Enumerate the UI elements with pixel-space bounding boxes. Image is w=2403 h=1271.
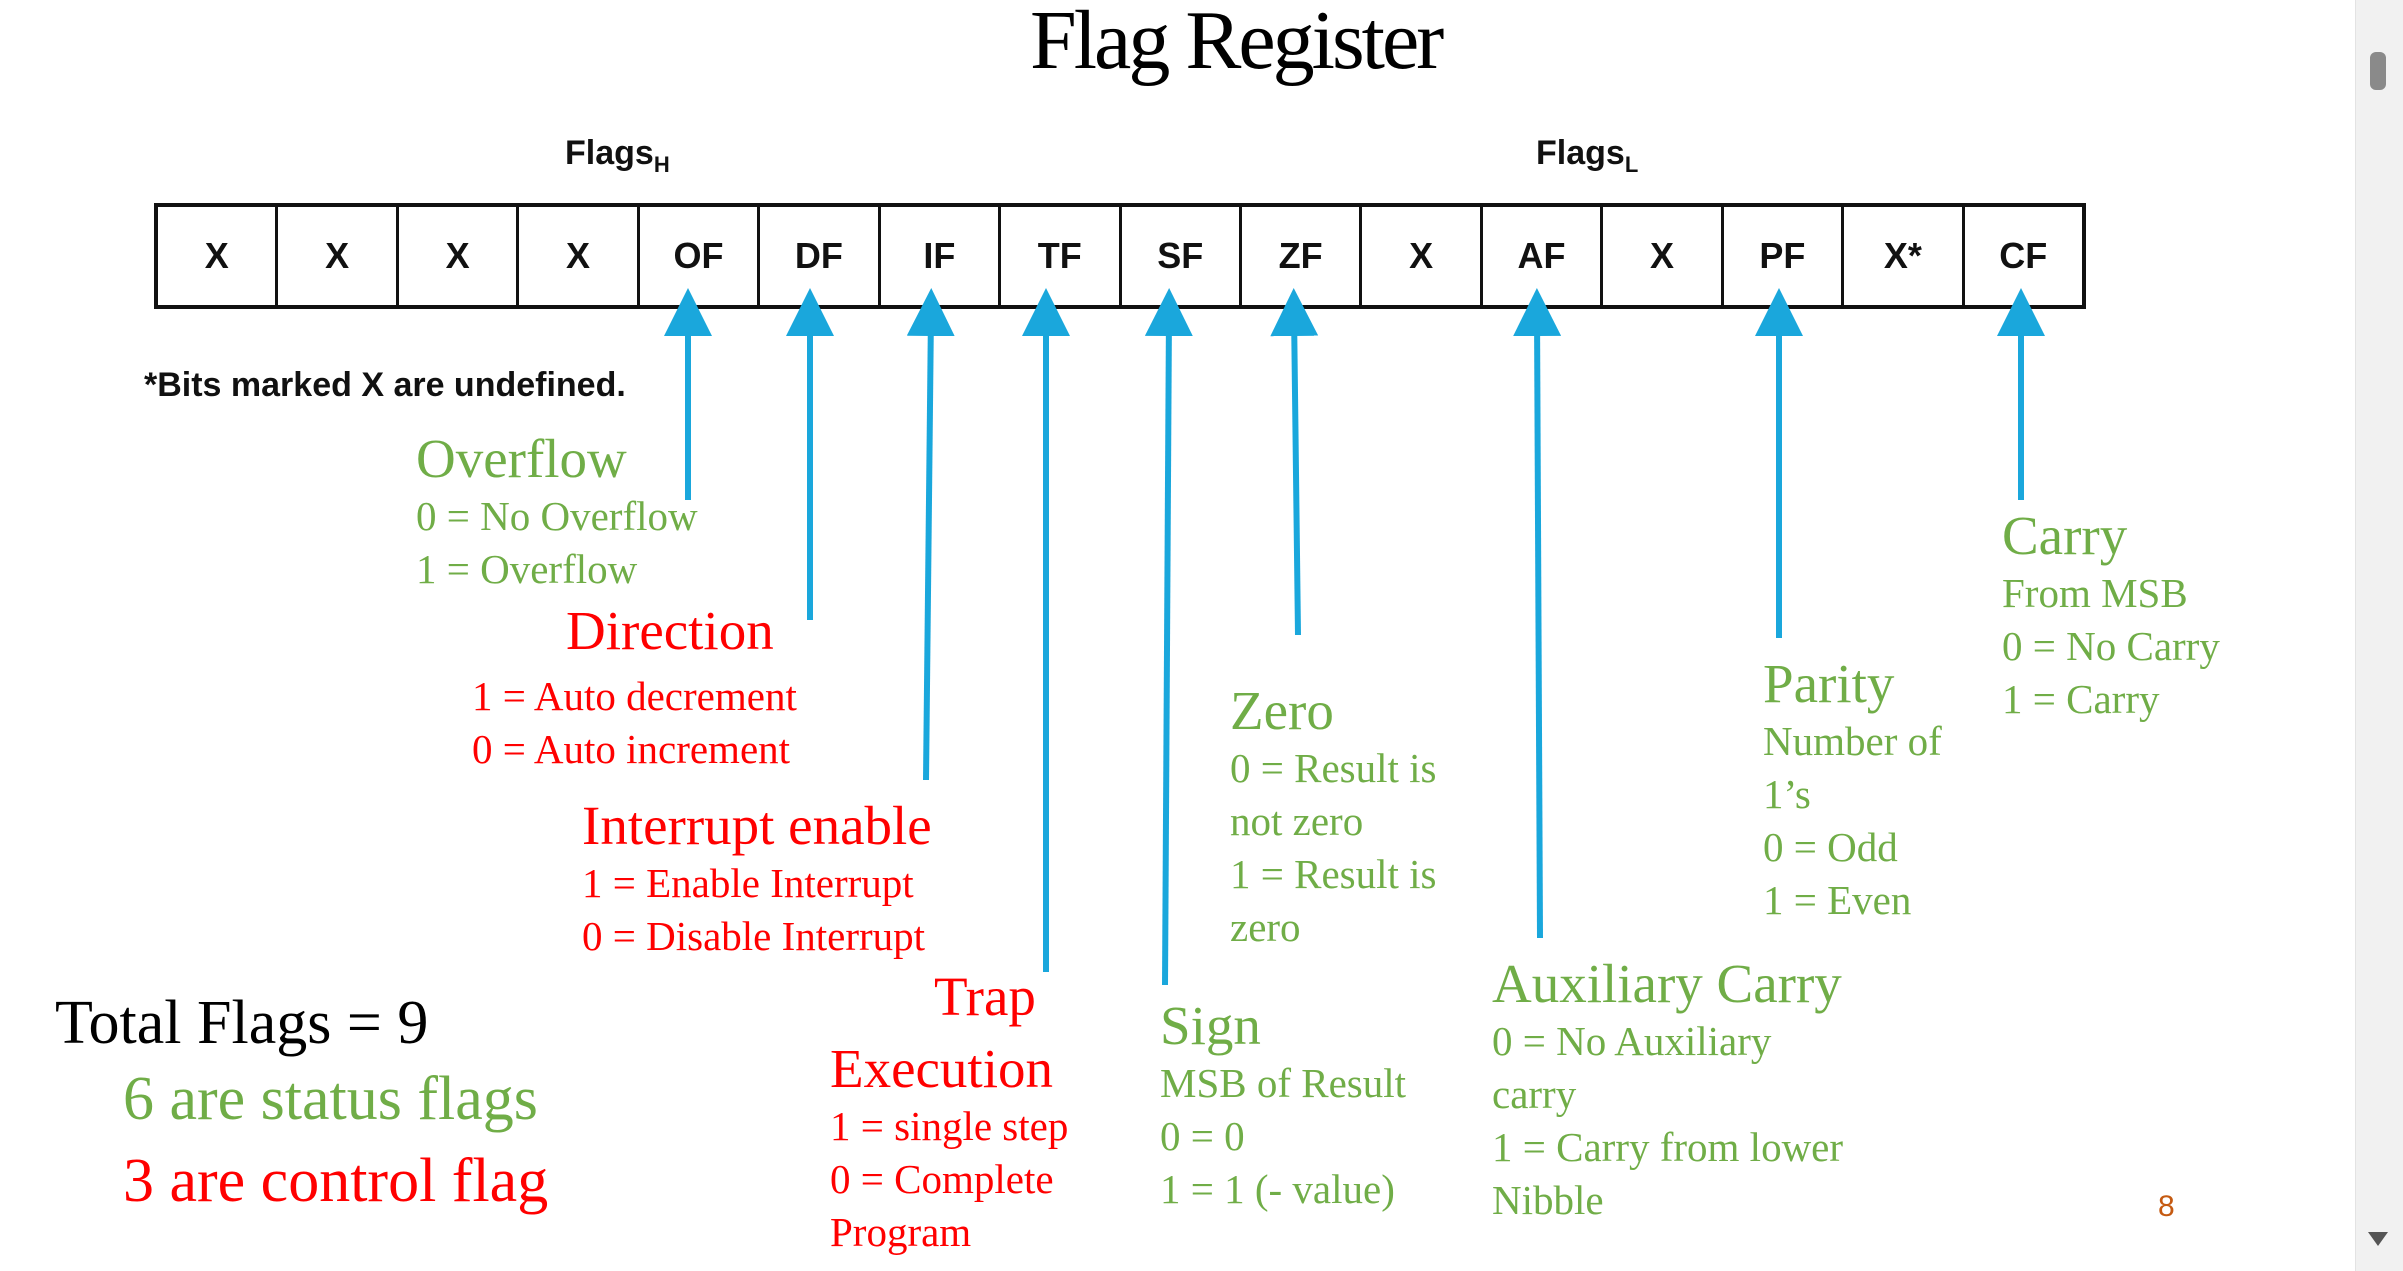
auxiliary-title: Auxiliary Carry (1492, 953, 1842, 1014)
zero-line: zero (1230, 904, 1301, 950)
direction-line: 0 = Auto increment (472, 726, 791, 772)
direction-line: 1 = Auto decrement (472, 673, 797, 719)
flags-low-label: FlagsL (1536, 134, 1639, 177)
vertical-scrollbar[interactable] (2355, 0, 2403, 1271)
register-bit-cell: X (278, 207, 399, 305)
register-bit-cell: DF (760, 207, 881, 305)
zero-line: 0 = Result is (1230, 745, 1437, 791)
flags-high-label: FlagsH (565, 134, 670, 177)
sign-line: 0 = 0 (1160, 1113, 1245, 1159)
auxiliary-line: carry (1492, 1071, 1577, 1117)
register-bit-cell: X* (1844, 207, 1965, 305)
flags-summary: Total Flags = 9 6 are status flags 3 are… (55, 988, 548, 1222)
total-flags-text: Total Flags = 9 (55, 989, 429, 1057)
trap-flag-details: Execution 1 = single step 0 = Complete P… (830, 1038, 1068, 1259)
parity-line: 1 = Even (1763, 877, 1912, 923)
register-bit-cell: AF (1483, 207, 1604, 305)
zero-line: 1 = Result is (1230, 851, 1437, 897)
interrupt-line: 0 = Disable Interrupt (582, 913, 926, 959)
parity-title: Parity (1763, 653, 1895, 714)
register-bit-cell: CF (1999, 235, 2048, 276)
carry-line: From MSB (2002, 570, 2188, 616)
register-bit-cell: X (519, 207, 640, 305)
trap-line: 0 = Complete (830, 1156, 1054, 1202)
auxiliary-carry-flag-label: Auxiliary Carry 0 = No Auxiliary carry 1… (1492, 953, 1843, 1227)
parity-line: Number of (1763, 718, 1942, 764)
register-bit-cell: X (158, 207, 279, 305)
zero-line: not zero (1230, 798, 1364, 844)
scrollbar-thumb[interactable] (2370, 52, 2386, 90)
register-bit-cell: TF (1001, 207, 1122, 305)
status-flags-text: 6 are status flags (123, 1065, 538, 1133)
direction-flag-label: Direction (566, 600, 774, 662)
register-bit-cell: X (399, 207, 520, 305)
arrow-interrupt (906, 288, 955, 781)
scroll-down-arrow-icon[interactable] (2368, 1232, 2388, 1246)
register-bit-cell: X (1362, 207, 1483, 305)
trap-line: Program (830, 1209, 972, 1255)
register-bit-cell: ZF (1242, 207, 1363, 305)
arrow-auxiliary (1513, 288, 1562, 939)
sign-flag-label: Sign MSB of Result 0 = 0 1 = 1 (- value) (1160, 995, 1406, 1216)
parity-line: 1’s (1763, 771, 1811, 817)
undefined-bits-note: *Bits marked X are undefined. (144, 366, 626, 404)
auxiliary-line: 0 = No Auxiliary (1492, 1018, 1772, 1064)
auxiliary-line: Nibble (1492, 1177, 1604, 1223)
parity-line: 0 = Odd (1763, 824, 1898, 870)
interrupt-line: 1 = Enable Interrupt (582, 860, 914, 906)
overflow-title: Overflow (416, 428, 627, 489)
auxiliary-line: 1 = Carry from lower (1492, 1124, 1844, 1170)
carry-line: 0 = No Carry (2002, 623, 2220, 669)
trap-title: Trap (934, 966, 1036, 1027)
trap-line: 1 = single step (830, 1103, 1069, 1149)
sign-line: 1 = 1 (- value) (1160, 1166, 1395, 1212)
register-bit-cell: IF (881, 207, 1002, 305)
trap-flag-label: Trap (934, 966, 1036, 1028)
register-bit-cell: OF (640, 207, 761, 305)
arrow-sign (1144, 288, 1193, 986)
carry-title: Carry (2002, 505, 2128, 566)
trap-title-2: Execution (830, 1038, 1053, 1099)
sign-line: MSB of Result (1160, 1060, 1407, 1106)
page-number: 8 (2158, 1190, 2175, 1223)
control-flags-text: 3 are control flag (123, 1147, 549, 1215)
interrupt-flag-label: Interrupt enable 1 = Enable Interrupt 0 … (582, 795, 932, 963)
overflow-line: 1 = Overflow (416, 546, 638, 592)
slide-title: Flag Register (1030, 0, 1444, 87)
overflow-line: 0 = No Overflow (416, 493, 698, 539)
arrow-zero (1270, 288, 1319, 636)
carry-line: 1 = Carry (2002, 676, 2160, 722)
zero-title: Zero (1230, 680, 1334, 741)
overflow-flag-label: Overflow 0 = No Overflow 1 = Overflow (416, 428, 698, 596)
register-bit-cell: X (1603, 207, 1724, 305)
interrupt-title: Interrupt enable (582, 795, 932, 856)
register-bit-cell: SF (1122, 207, 1242, 305)
sign-title: Sign (1160, 995, 1261, 1056)
direction-title: Direction (566, 600, 774, 661)
parity-flag-label: Parity Number of 1’s 0 = Odd 1 = Even (1763, 653, 1942, 927)
carry-flag-label: Carry From MSB 0 = No Carry 1 = Carry (2002, 505, 2220, 726)
zero-flag-label: Zero 0 = Result is not zero 1 = Result i… (1230, 680, 1437, 954)
register-bit-cell: PF (1724, 207, 1845, 305)
direction-flag-details: 1 = Auto decrement 0 = Auto increment (472, 670, 797, 776)
